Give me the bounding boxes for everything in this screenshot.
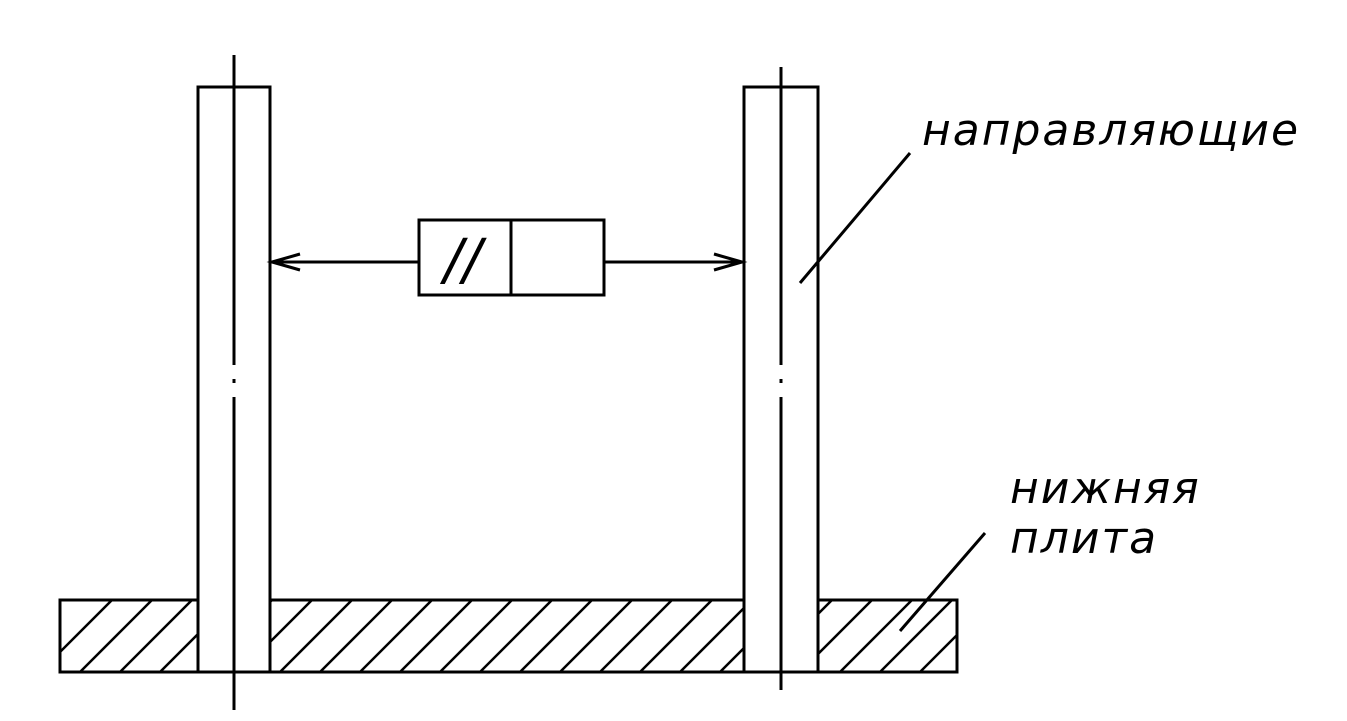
hatch-line xyxy=(79,600,153,672)
right-guide xyxy=(742,67,820,690)
hatch-line xyxy=(639,600,713,672)
hatch-line xyxy=(399,600,473,672)
hatch-line xyxy=(879,600,953,672)
hatch-line xyxy=(359,600,433,672)
left-guide xyxy=(196,55,272,710)
hatch-line xyxy=(599,600,673,672)
hatch-line xyxy=(279,600,353,672)
hatch-line xyxy=(519,600,593,672)
arrow-right-icon xyxy=(713,252,748,272)
hatch-line xyxy=(679,600,753,672)
hatch-line xyxy=(1000,600,1072,672)
guides-label: направляющие xyxy=(922,105,1300,156)
arrow-left-icon xyxy=(266,252,301,272)
plate-leader xyxy=(898,532,987,632)
parallelism-symbol: // xyxy=(439,228,487,293)
hatch-line xyxy=(60,600,113,654)
plate-label-line2: плита xyxy=(1010,513,1158,564)
hatch-line xyxy=(119,600,193,672)
hatch-line xyxy=(479,600,553,672)
plate-label-line1: нижняя xyxy=(1010,463,1201,514)
tolerance-frame: // xyxy=(417,218,606,297)
hatch-line xyxy=(439,600,513,672)
hatch-line xyxy=(319,600,393,672)
parallelism-callout: // xyxy=(266,218,748,297)
hatch-line xyxy=(839,600,913,672)
guides-leader xyxy=(798,152,912,284)
hatch-line xyxy=(559,600,633,672)
hatch-line xyxy=(960,600,1032,672)
